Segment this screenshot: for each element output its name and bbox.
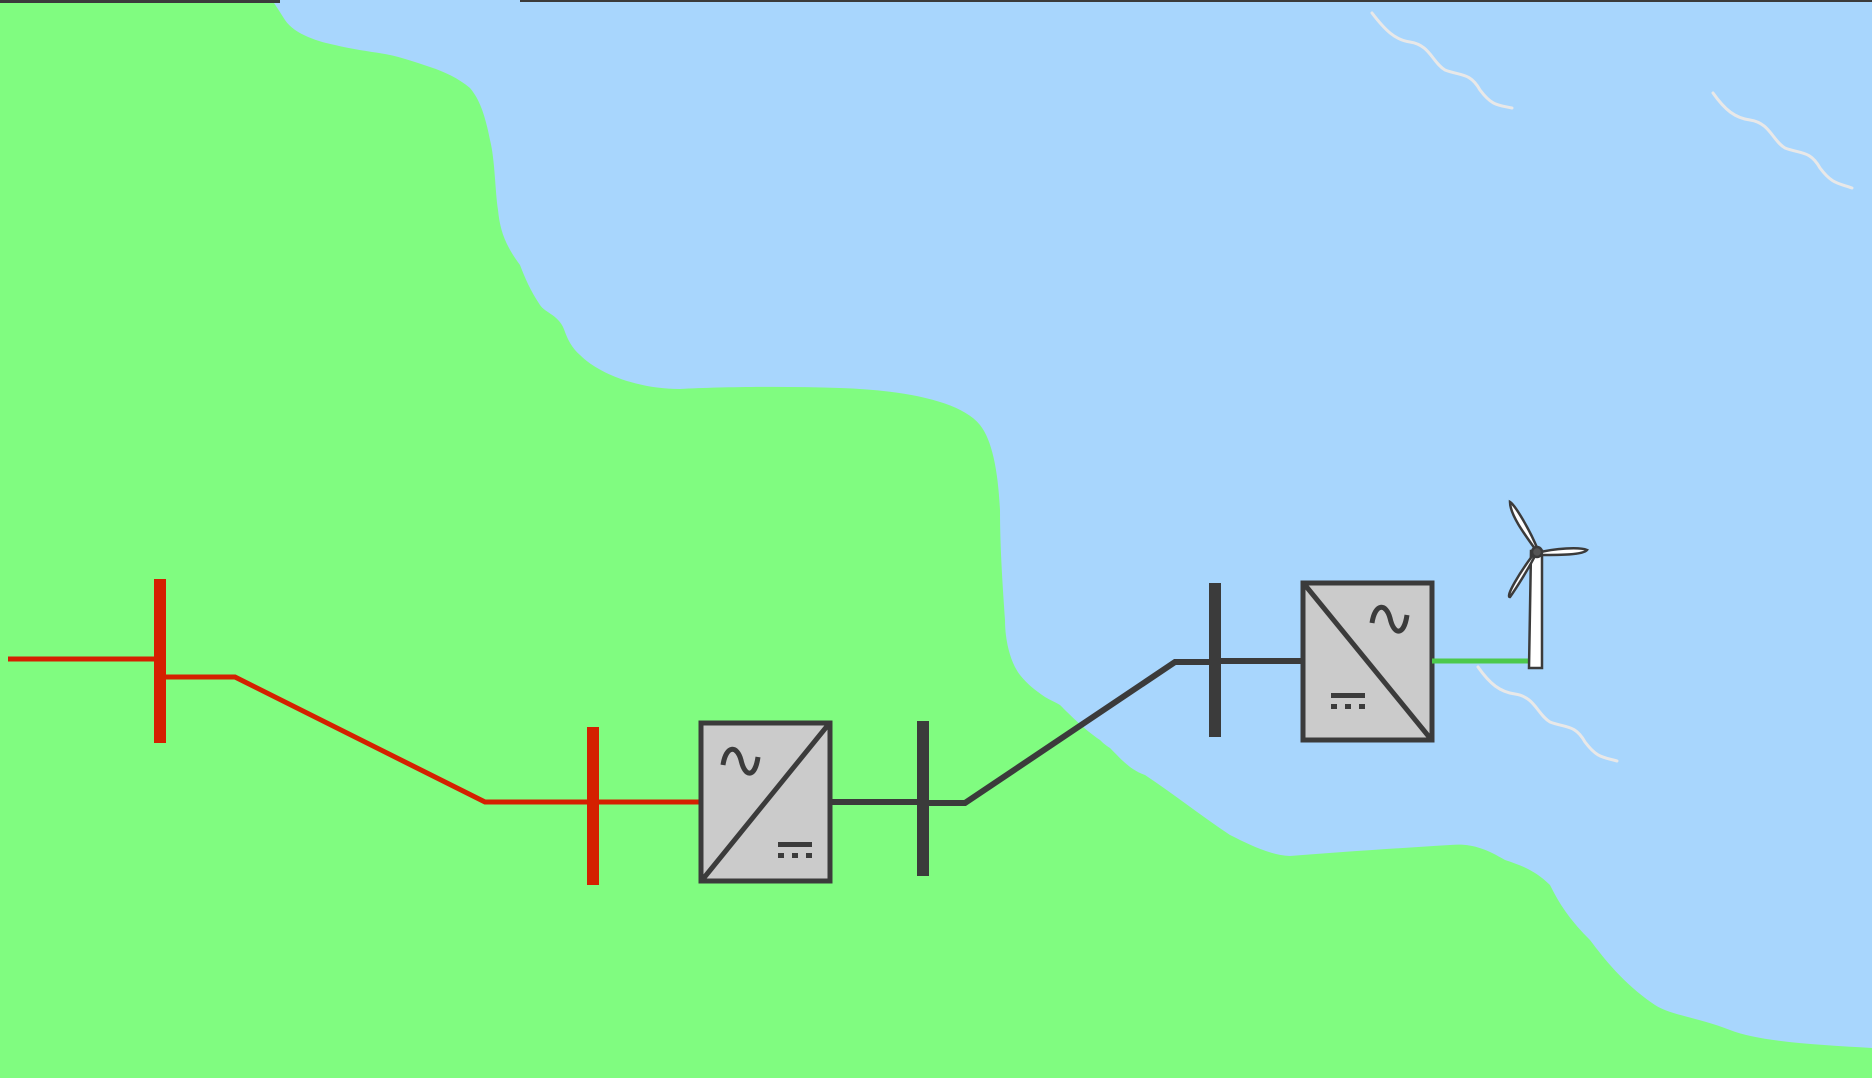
turbine-tower [1527,549,1544,670]
offshore-converter [1300,580,1435,743]
ac-busbar-onshore-station [587,727,599,885]
turbine-blade-left [1507,551,1539,599]
turbine-hub [1530,545,1544,559]
dc-busbar-onshore [917,721,929,876]
onshore-converter [698,720,833,884]
turbine-blade-right [1534,547,1590,557]
wave-1 [1370,11,1514,110]
dc-link [830,658,1302,806]
turbine-blade-up [1508,499,1540,557]
ac-symbol-icon [720,746,761,776]
wave-3 [1476,665,1619,763]
dc-busbar-offshore [1209,583,1221,737]
converter-divider [701,723,830,881]
dc-cable [918,659,1215,806]
sea-waves [1370,11,1854,763]
dc-symbol-icon [1331,693,1365,709]
ac-busbar-grid [154,579,166,743]
converter-divider [1303,583,1432,740]
dc-symbol-icon [778,842,812,858]
ac-symbol-icon [1369,604,1410,634]
wind-turbine-icon [1507,499,1590,670]
wave-2 [1711,91,1854,190]
sea-area [272,0,1872,1048]
